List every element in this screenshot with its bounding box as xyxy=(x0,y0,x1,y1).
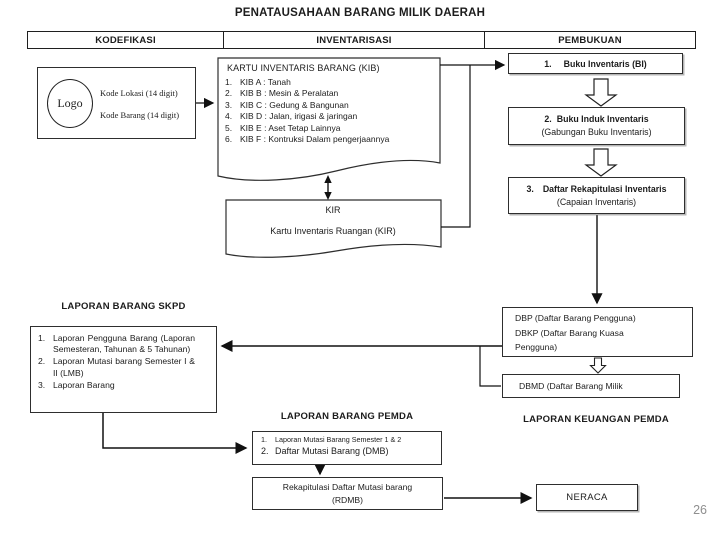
kib-item: 5.KIB E : Aset Tetap Lainnya xyxy=(225,122,341,133)
rdmb-box: Rekapitulasi Daftar Mutasi barang (RDMB) xyxy=(252,477,443,510)
phase-header: KODEFIKASI INVENTARISASI PEMBUKUAN xyxy=(27,31,696,49)
kode-lokasi-label: Kode Lokasi (14 digit) xyxy=(100,88,178,98)
buku-inventaris-box: 1. Buku Inventaris (BI) xyxy=(508,53,683,74)
keuangan-heading: LAPORAN KEUANGAN PEMDA xyxy=(523,414,669,425)
kib-item: 4.KIB D : Jalan, irigasi & jaringan xyxy=(225,111,358,122)
neraca-box: NERACA xyxy=(536,484,638,511)
kir-subtitle: Kartu Inventaris Ruangan (KIR) xyxy=(270,226,396,236)
logo-circle: Logo xyxy=(47,79,93,128)
phase-inventarisasi: INVENTARISASI xyxy=(223,32,484,48)
buku-induk-sub: (Gabungan Buku Inventaris) xyxy=(541,127,652,137)
block-arrow-dbp-to-dbmd xyxy=(589,357,607,374)
pemda-heading: LAPORAN BARANG PEMDA xyxy=(280,411,414,422)
skpd-item: 3.Laporan Barang xyxy=(38,379,115,390)
dbp-line3: Pengguna) xyxy=(515,342,558,352)
neraca-label: NERACA xyxy=(566,492,608,503)
block-arrow-induk-to-rekap xyxy=(584,148,618,177)
block-arrow-bi-to-induk xyxy=(584,78,618,107)
connector-skpd-to-pemda xyxy=(102,413,248,454)
rekap-sub: (Capaian Inventaris) xyxy=(556,196,637,207)
kib-item: 2.KIB B : Mesin & Peralatan xyxy=(225,88,339,99)
pemda-box: 1.Laporan Mutasi Barang Semester 1 & 2 2… xyxy=(252,431,442,465)
kib-box: KARTU INVENTARIS BARANG (KIB) 1.KIB A : … xyxy=(225,62,436,145)
page-number: 26 xyxy=(693,503,707,517)
kib-item: 3.KIB C : Gedung & Bangunan xyxy=(225,99,349,110)
phase-kodefikasi: KODEFIKASI xyxy=(95,34,156,46)
kode-barang-label: Kode Barang (14 digit) xyxy=(100,110,180,120)
rdmb-line1: Rekapitulasi Daftar Mutasi barang xyxy=(282,482,413,492)
kir-box: KIR Kartu Inventaris Ruangan (KIR) xyxy=(228,205,438,236)
pemda-item: 1.Laporan Mutasi Barang Semester 1 & 2 xyxy=(261,435,402,444)
kib-title: KARTU INVENTARIS BARANG (KIB) xyxy=(227,63,380,73)
arrowhead-up xyxy=(324,175,332,183)
logo-label: Logo xyxy=(57,96,83,110)
kib-item: 6.KIB F : Kontruksi Dalam pengerjaannya xyxy=(225,134,390,145)
buku-induk-box: 2. Buku Induk Inventaris (Gabungan Buku … xyxy=(508,107,685,145)
arrowhead-down xyxy=(324,192,332,200)
pemda-item: 2.Daftar Mutasi Barang (DMB) xyxy=(261,446,389,456)
dbp-line1: DBP (Daftar Barang Pengguna) xyxy=(515,313,636,323)
buku-induk-line: 2. Buku Induk Inventaris xyxy=(544,114,649,124)
rekap-line: 3. Daftar Rekapitulasi Inventaris xyxy=(526,183,667,194)
connector-dbp-to-dbmd xyxy=(479,346,501,387)
connector-kir-to-bi xyxy=(441,65,471,228)
dbmd-label: DBMD (Daftar Barang Milik xyxy=(519,381,623,391)
dbmd-box: DBMD (Daftar Barang Milik xyxy=(502,374,680,398)
skpd-heading: LAPORAN BARANG SKPD xyxy=(61,301,186,312)
rekapitulasi-inventaris-box: 3. Daftar Rekapitulasi Inventaris (Capai… xyxy=(508,177,685,214)
dbp-dbkp-box: DBP (Daftar Barang Pengguna) DBKP (Dafta… xyxy=(502,307,693,357)
kib-item: 1.KIB A : Tanah xyxy=(225,77,291,87)
kodefikasi-box: Logo Kode Lokasi (14 digit) Kode Barang … xyxy=(37,67,196,139)
skpd-item: 1.Laporan Pengguna Barang (Laporan Semes… xyxy=(38,333,195,355)
dbp-line2: DBKP (Daftar Barang Kuasa xyxy=(515,327,624,338)
buku-inventaris-line: 1. Buku Inventaris (BI) xyxy=(544,58,647,69)
rdmb-line2: (RDMB) xyxy=(331,494,364,505)
phase-pembukuan: PEMBUKUAN xyxy=(484,32,695,48)
skpd-box: 1.Laporan Pengguna Barang (Laporan Semes… xyxy=(30,326,217,413)
skpd-item: 2.Laporan Mutasi barang Semester I & II … xyxy=(38,356,195,378)
kir-title: KIR xyxy=(325,205,341,215)
page-title: PENATAUSAHAAN BARANG MILIK DAERAH xyxy=(234,7,486,19)
